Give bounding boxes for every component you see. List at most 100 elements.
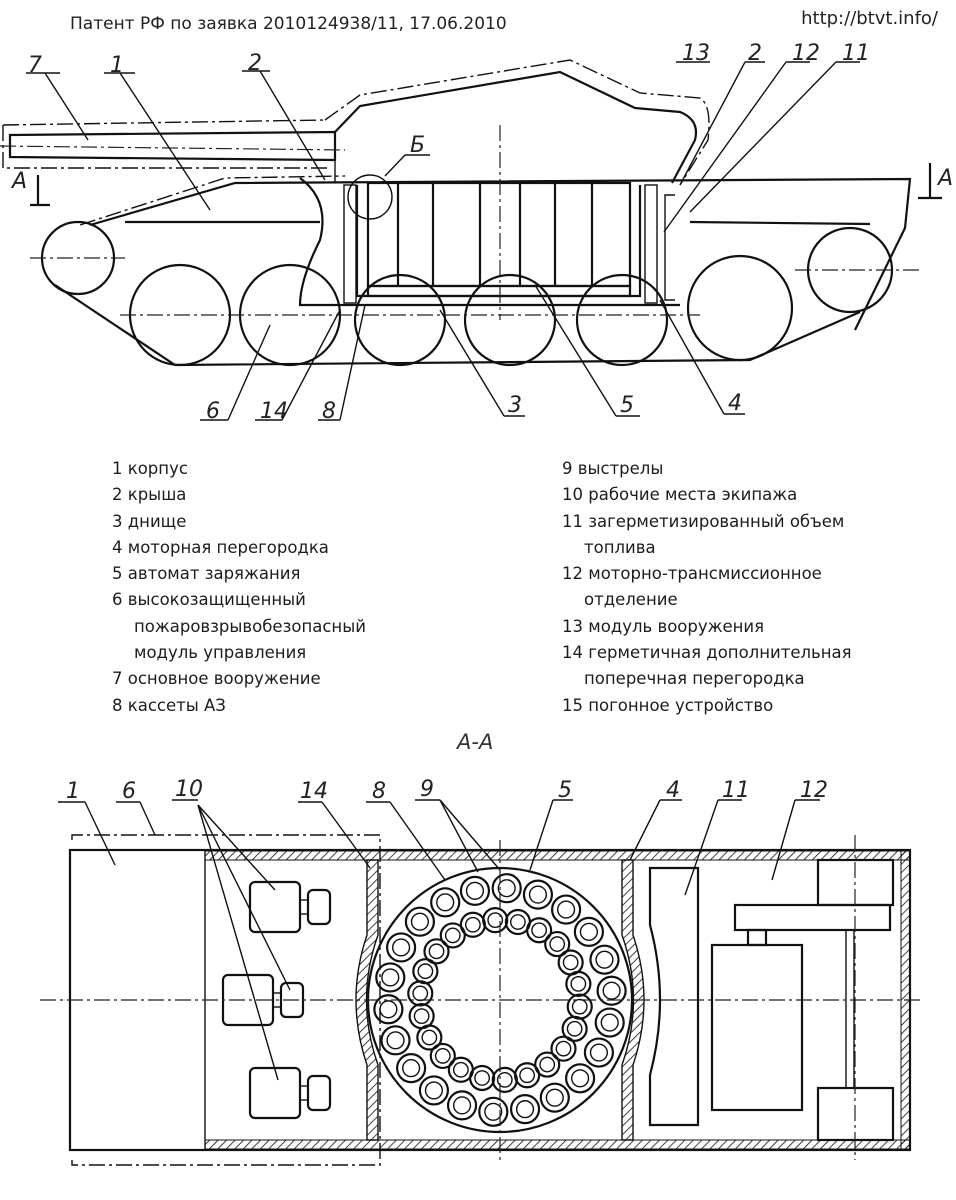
round-core xyxy=(412,985,429,1002)
round-shell xyxy=(380,1025,411,1056)
round-core xyxy=(602,981,621,1000)
round-shell xyxy=(446,1090,478,1121)
round-core xyxy=(545,1088,564,1107)
legend-item: 8 кассеты АЗ xyxy=(112,695,226,715)
round-core xyxy=(484,1102,503,1121)
legend-item-continuation: отделение xyxy=(584,590,678,610)
section-aa-title: А-А xyxy=(457,730,494,754)
round-core xyxy=(417,963,434,980)
legend-item: 15 погонное устройство xyxy=(562,695,774,715)
callout: 12 xyxy=(800,778,828,803)
round-core xyxy=(589,1043,609,1062)
round-core xyxy=(570,975,587,992)
legend-item: 13 модуль вооружения xyxy=(562,616,765,636)
legend-item: 7 основное вооружение xyxy=(112,669,321,689)
round-shell xyxy=(561,1015,588,1042)
round-core xyxy=(386,1031,405,1050)
round-shell xyxy=(491,1066,518,1093)
round-core xyxy=(509,914,526,930)
round-core xyxy=(579,922,598,941)
round-shell xyxy=(482,907,509,934)
round-shell xyxy=(565,970,592,997)
callout: 1 xyxy=(66,779,80,804)
round-core xyxy=(434,1048,451,1064)
callout: 11 xyxy=(722,778,750,803)
round-shell xyxy=(412,958,439,985)
round-core xyxy=(539,1056,556,1073)
callout: 2 xyxy=(748,41,762,66)
round-shell xyxy=(583,1037,615,1068)
legend-item-continuation: пожаровзрывобезопасный xyxy=(134,616,366,636)
callout: 10 xyxy=(175,777,203,802)
callout: 6 xyxy=(206,399,220,424)
round-core xyxy=(444,927,461,944)
round-shell xyxy=(573,916,604,947)
round-core xyxy=(515,1100,535,1119)
round-shell xyxy=(564,1063,596,1094)
round-core xyxy=(487,912,504,929)
callout: Б xyxy=(410,133,425,158)
round-shell xyxy=(589,944,620,975)
callout: 2 xyxy=(248,51,262,76)
callout: 1 xyxy=(110,53,124,78)
round-shell xyxy=(491,873,522,904)
legend-item: 11 загерметизированный объем xyxy=(562,511,845,531)
legend-item-continuation: топлива xyxy=(584,537,656,557)
section-marker-letter: A xyxy=(10,169,27,194)
callout: 3 xyxy=(508,393,522,418)
round-shell xyxy=(430,887,461,918)
round-core xyxy=(464,916,481,933)
round-core xyxy=(496,1071,513,1088)
round-shell xyxy=(478,1096,509,1127)
round-core xyxy=(531,922,548,939)
round-core xyxy=(465,881,485,900)
callout: 5 xyxy=(620,393,634,418)
legend-item: 12 моторно-трансмиссионное xyxy=(562,564,822,584)
legend-item: 9 выстрелы xyxy=(562,459,664,478)
round-shell xyxy=(375,962,406,993)
round-shell xyxy=(544,930,571,958)
round-core xyxy=(595,950,614,969)
round-shell xyxy=(514,1062,541,1089)
round-core xyxy=(413,1008,430,1025)
round-shell xyxy=(566,993,593,1020)
fuel-tank xyxy=(648,866,700,1127)
round-shell xyxy=(594,1007,625,1038)
round-shell xyxy=(385,932,417,963)
round-shell xyxy=(459,911,486,938)
round-core xyxy=(436,893,455,912)
round-core xyxy=(570,1069,590,1088)
engine-compartment xyxy=(710,835,895,1160)
round-core xyxy=(391,938,411,957)
legend-item: 14 герметичная дополнительная xyxy=(562,643,852,663)
source-url: http://btvt.info/ xyxy=(801,8,938,29)
round-core xyxy=(528,885,548,904)
round-shell xyxy=(459,875,491,906)
round-shell xyxy=(408,1003,435,1030)
round-core xyxy=(410,912,430,931)
round-core xyxy=(549,936,566,952)
callout: 6 xyxy=(122,779,136,804)
legend-item: 4 моторная перегородка xyxy=(112,537,329,557)
round-core xyxy=(571,998,588,1015)
round-core xyxy=(566,1020,583,1037)
patent-title: Патент РФ по заявка 2010124938/11, 17.06… xyxy=(70,14,507,34)
round-core xyxy=(428,943,445,960)
round-core xyxy=(474,1070,491,1086)
round-core xyxy=(556,900,576,919)
legend-item-continuation: поперечная перегородка xyxy=(584,669,805,689)
round-core xyxy=(402,1059,421,1078)
round-shell xyxy=(429,1042,456,1070)
section-view: 1 6 10 14 8 9 5 4 11 12 xyxy=(40,777,920,1166)
round-shell xyxy=(404,906,436,937)
legend-item: 3 днище xyxy=(112,511,187,531)
callout: 14 xyxy=(300,779,328,804)
round-shell xyxy=(407,980,434,1007)
round-shell xyxy=(539,1082,570,1113)
weapon-module xyxy=(324,59,710,186)
callout: 9 xyxy=(420,777,434,802)
section-view-callouts: 1 6 10 14 8 9 5 4 11 12 xyxy=(58,777,828,1081)
